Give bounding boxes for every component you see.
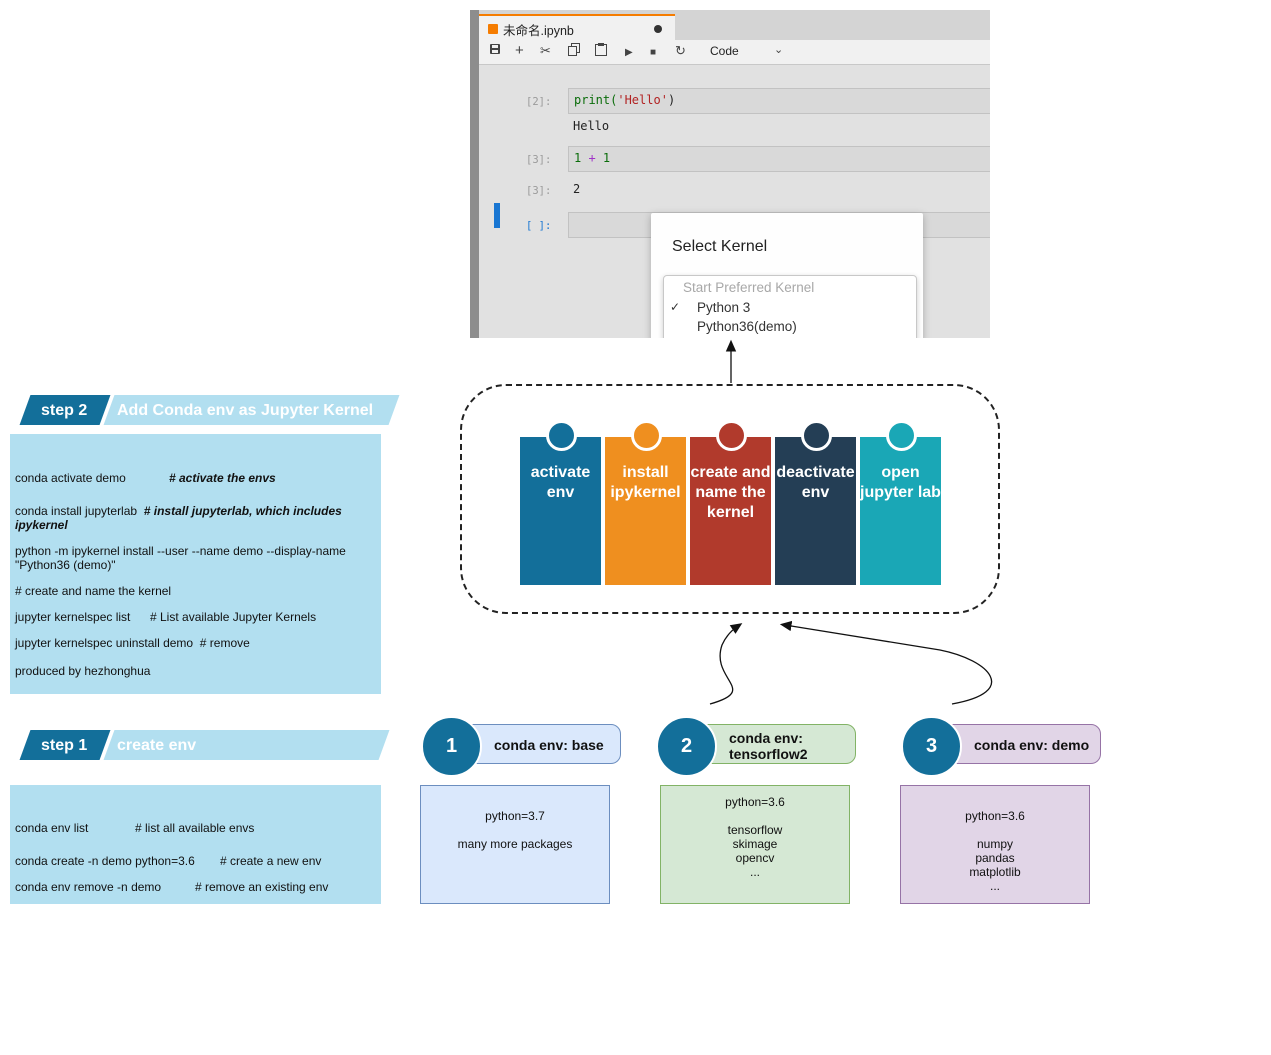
active-cell-indicator: [494, 203, 500, 228]
card-label: deactivate env: [776, 464, 855, 501]
jupyter-screenshot: 未命名.ipynb + ✂ ▶ ■ ↻ Code ⌄ [2]: print('H…: [470, 10, 990, 338]
env-detail: opencv: [735, 851, 775, 865]
cmd-comment: # create and name the kernel: [15, 584, 172, 598]
card-open-jupyter-lab: open jupyter lab: [860, 420, 941, 585]
env-number-badge: 1: [421, 716, 482, 777]
env-detail: ...: [989, 879, 1000, 893]
step2-tag: step 2: [41, 402, 88, 419]
copy-icon[interactable]: [568, 43, 580, 60]
checkmark-icon: ✓: [670, 300, 681, 314]
env-base-pill: conda env: base: [457, 724, 621, 764]
env-detail: tensorflow: [727, 823, 783, 837]
chevron-down-icon[interactable]: ⌄: [774, 44, 784, 56]
cell-type-select[interactable]: Code: [710, 44, 739, 58]
env-number-badge: 2: [656, 716, 717, 777]
save-icon[interactable]: [489, 43, 501, 59]
card-create-kernel: create and name the kernel: [690, 420, 771, 585]
env-tensorflow2-pill: conda env: tensorflow2: [692, 724, 856, 764]
kernel-option-header: Start Preferred Kernel: [683, 280, 815, 295]
step2-commands: conda activate demo# activate the envs c…: [10, 434, 381, 694]
output-prompt: [3]:: [526, 185, 552, 197]
env-name: conda env: demo: [974, 737, 1090, 753]
cell-prompt: [ ]:: [526, 220, 552, 232]
cut-icon[interactable]: ✂: [540, 43, 551, 58]
left-panel-strip: [470, 10, 479, 338]
kernel-dropdown[interactable]: Start Preferred Kernel ✓ Python 3 Python…: [663, 275, 917, 338]
card-circle: [631, 420, 662, 451]
unsaved-dot-icon[interactable]: [654, 25, 662, 33]
workflow-group: [460, 384, 1000, 614]
card-label: open jupyter lab: [860, 464, 941, 501]
card-circle: [886, 420, 917, 451]
env-detail: pandas: [975, 851, 1015, 865]
cell-code: print('Hello'): [574, 93, 676, 107]
dialog-title: Select Kernel: [672, 238, 768, 255]
step1-title: create env: [117, 737, 197, 754]
code-cell[interactable]: [568, 146, 990, 172]
cmd-line: jupyter kernelspec list# List available …: [15, 610, 317, 624]
cmd-line: jupyter kernelspec uninstall demo # remo…: [15, 636, 250, 650]
add-cell-icon[interactable]: +: [515, 42, 524, 59]
cell-code: 1 + 1: [574, 151, 611, 165]
env-tensorflow2-details: python=3.6 tensorflow skimage opencv ...: [660, 785, 850, 904]
env-detail: python=3.6: [725, 795, 785, 809]
notebook-toolbar: + ✂ ▶ ■ ↻ Code ⌄: [479, 40, 990, 65]
env-name: conda env: base: [494, 737, 604, 753]
env-base-details: python=3.7 many more packages: [420, 785, 610, 904]
cmd-line: conda activate demo# activate the envs: [15, 471, 276, 485]
cmd-line: conda env remove -n demo# remove an exis…: [15, 880, 329, 894]
paste-icon[interactable]: [595, 43, 607, 60]
notebook-tab[interactable]: 未命名.ipynb: [479, 14, 675, 40]
kernel-option-python36-demo[interactable]: Python36(demo): [697, 319, 797, 334]
kernel-option-python3[interactable]: Python 3: [697, 300, 751, 315]
card-circle: [716, 420, 747, 451]
credit-line: produced by hezhonghua: [15, 664, 151, 678]
card-install-ipykernel: install ipykernel: [605, 420, 686, 585]
card-label: install ipykernel: [610, 464, 681, 501]
stop-icon[interactable]: ■: [650, 47, 657, 58]
step2-title: Add Conda env as Jupyter Kernel: [117, 402, 374, 419]
step1-tag: step 1: [41, 737, 88, 754]
cmd-line: conda create -n demo python=3.6# create …: [15, 854, 322, 868]
cell-output: Hello: [573, 119, 610, 133]
env-demo-details: python=3.6 numpy pandas matplotlib ...: [900, 785, 1090, 904]
restart-icon[interactable]: ↻: [675, 43, 686, 58]
env-detail: python=3.6: [965, 809, 1025, 823]
env-demo-pill: conda env: demo: [937, 724, 1101, 764]
cmd-line: conda install jupyterlab # install jupyt…: [15, 504, 342, 532]
card-label: create and name the kernel: [690, 464, 771, 521]
card-activate-env: activate env: [520, 420, 601, 585]
env-detail: many more packages: [457, 837, 573, 851]
select-kernel-dialog: Select Kernel Start Preferred Kernel ✓ P…: [651, 213, 923, 338]
card-deactivate-env: deactivate env: [775, 420, 856, 585]
notebook-icon: [488, 24, 498, 34]
env-detail: skimage: [732, 837, 778, 851]
env-detail: matplotlib: [969, 865, 1021, 879]
run-icon[interactable]: ▶: [625, 47, 633, 58]
code-cell[interactable]: [568, 88, 990, 114]
cell-prompt: [3]:: [526, 154, 552, 166]
cmd-line: python -m ipykernel install --user --nam…: [15, 544, 346, 572]
cell-output: 2: [573, 182, 581, 196]
tab-title: 未命名.ipynb: [503, 24, 574, 38]
card-circle: [546, 420, 577, 451]
step1-commands: conda env list# list all available envs …: [10, 785, 381, 904]
env-detail: python=3.7: [485, 809, 545, 823]
card-circle: [801, 420, 832, 451]
env-number-badge: 3: [901, 716, 962, 777]
env-detail: ...: [749, 865, 760, 879]
tab-bar: 未命名.ipynb: [479, 10, 990, 40]
cmd-line: conda env list# list all available envs: [15, 821, 255, 835]
cell-prompt: [2]:: [526, 96, 552, 108]
env-name: conda env: tensorflow2: [729, 730, 808, 762]
card-label: activate env: [530, 464, 591, 501]
env-detail: numpy: [976, 837, 1014, 851]
